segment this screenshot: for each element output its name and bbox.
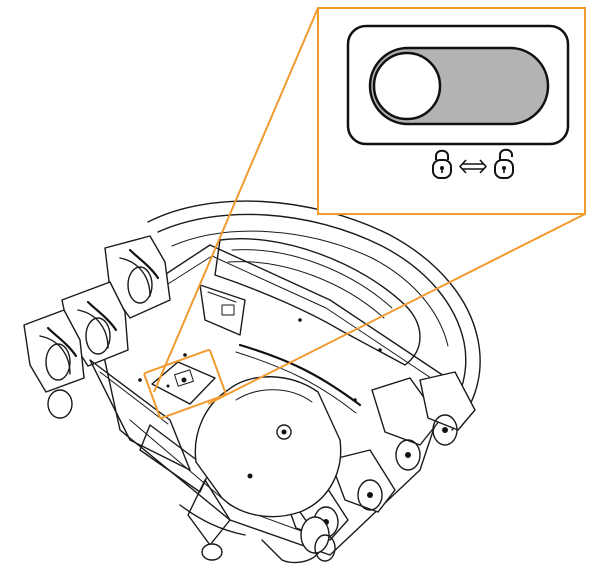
double-arrow-icon: [459, 159, 487, 174]
callout-panel: [317, 7, 586, 215]
lock-switch[interactable]: [368, 46, 550, 126]
switch-highlight-box: [143, 349, 227, 419]
drive-housing: [179, 376, 342, 564]
padlock-open-icon: [494, 148, 514, 179]
left-side-rail: [89, 359, 211, 493]
switch-knob[interactable]: [372, 51, 442, 121]
callout-lines: [153, 7, 586, 405]
padlock-closed-icon: [432, 149, 452, 179]
left-caster-wheels: [23, 235, 171, 419]
switch-location-on-robot: [151, 361, 216, 405]
